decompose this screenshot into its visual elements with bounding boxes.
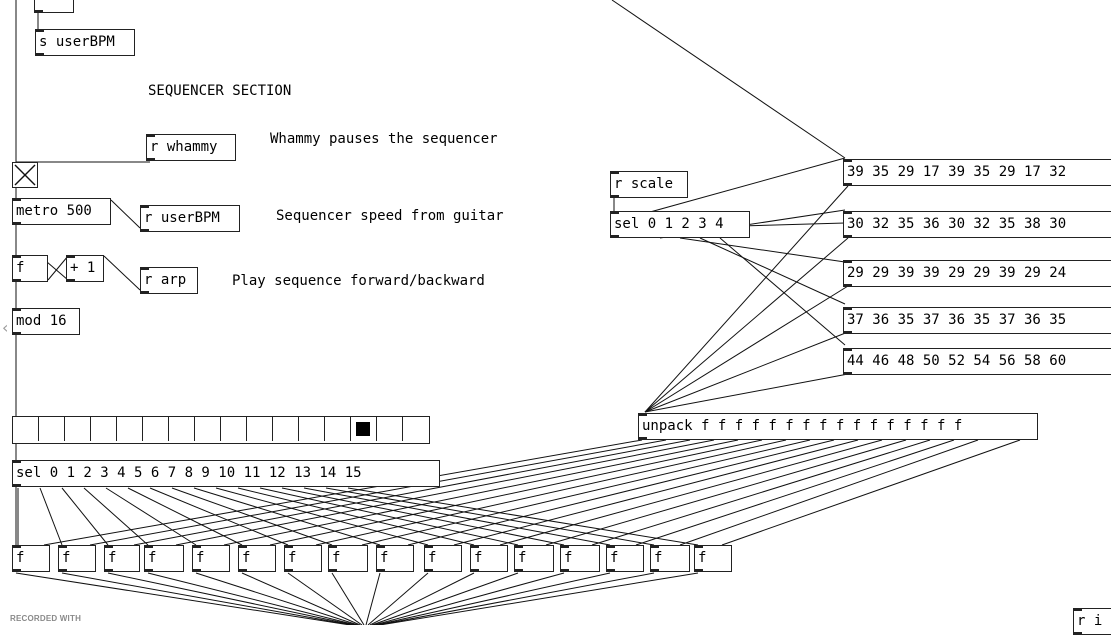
whammy-comment: Whammy pauses the sequencer [270, 131, 498, 147]
scale-message-box[interactable]: 29 29 39 39 29 29 39 29 24 [843, 260, 1111, 287]
receive-scale-object[interactable]: r scale [610, 171, 688, 198]
recorded-with-watermark: RECORDED WITH [10, 614, 82, 623]
radio-cell[interactable] [247, 417, 273, 441]
radio-cell[interactable] [299, 417, 325, 441]
receive-arp-object[interactable]: r arp [140, 267, 198, 294]
radio-cell-selected[interactable] [351, 417, 377, 441]
plus-one-object[interactable]: + 1 [66, 255, 104, 282]
radio-cell[interactable] [273, 417, 299, 441]
float-counter-object[interactable]: f [12, 255, 48, 282]
float-box[interactable]: f [560, 545, 600, 572]
float-box[interactable]: f [192, 545, 230, 572]
radio-cell[interactable] [169, 417, 195, 441]
float-box[interactable]: f [470, 545, 508, 572]
float-box[interactable]: f [284, 545, 322, 572]
radio-cell[interactable] [143, 417, 169, 441]
float-box[interactable]: f [58, 545, 96, 572]
float-box[interactable]: f [376, 545, 414, 572]
radio-cell[interactable] [117, 417, 143, 441]
scale-message-box[interactable]: 30 32 35 36 30 32 35 38 30 [843, 211, 1111, 238]
step-radio[interactable] [12, 416, 430, 444]
float-box[interactable]: f [694, 545, 732, 572]
scale-message-box[interactable]: 37 36 35 37 36 35 37 36 35 [843, 307, 1111, 334]
scale-message-box[interactable]: 39 35 29 17 39 35 29 17 32 [843, 159, 1111, 186]
float-box[interactable]: f [144, 545, 184, 572]
radio-cell[interactable] [221, 417, 247, 441]
select-scale-object[interactable]: sel 0 1 2 3 4 [610, 211, 750, 238]
receive-whammy-object[interactable]: r whammy [146, 134, 236, 161]
metro-object[interactable]: metro 500 [12, 198, 111, 225]
toggle-x-icon [14, 164, 36, 186]
direction-comment: Play sequence forward/backward [232, 273, 485, 289]
top-object[interactable] [34, 0, 74, 13]
radio-cell[interactable] [39, 417, 65, 441]
float-box[interactable]: f [514, 545, 554, 572]
scale-message-box[interactable]: 44 46 48 50 52 54 56 58 60 [843, 348, 1111, 375]
float-box[interactable]: f [606, 545, 644, 572]
radio-cell[interactable] [91, 417, 117, 441]
speed-comment: Sequencer speed from guitar [276, 208, 504, 224]
radio-cell[interactable] [13, 417, 39, 441]
send-userbpm-object[interactable]: s userBPM [35, 29, 135, 56]
float-box[interactable]: f [328, 545, 368, 572]
radio-cell[interactable] [195, 417, 221, 441]
partial-receive-object[interactable]: r i [1073, 608, 1111, 635]
select-steps-object[interactable]: sel 0 1 2 3 4 5 6 7 8 9 10 11 12 13 14 1… [12, 460, 440, 487]
chevron-left-icon[interactable]: ‹ [2, 318, 9, 337]
float-box[interactable]: f [238, 545, 276, 572]
radio-cell[interactable] [403, 417, 429, 441]
float-box[interactable]: f [12, 545, 50, 572]
unpack-object[interactable]: unpack f f f f f f f f f f f f f f f f [638, 413, 1038, 440]
radio-cell[interactable] [65, 417, 91, 441]
float-box[interactable]: f [424, 545, 462, 572]
receive-userbpm-object[interactable]: r userBPM [140, 205, 240, 232]
float-box[interactable]: f [650, 545, 690, 572]
mod-object[interactable]: mod 16 [12, 308, 80, 335]
section-title: SEQUENCER SECTION [148, 83, 292, 99]
toggle-checkbox[interactable] [12, 162, 38, 188]
radio-cell[interactable] [325, 417, 351, 441]
float-box[interactable]: f [104, 545, 140, 572]
radio-cell[interactable] [377, 417, 403, 441]
